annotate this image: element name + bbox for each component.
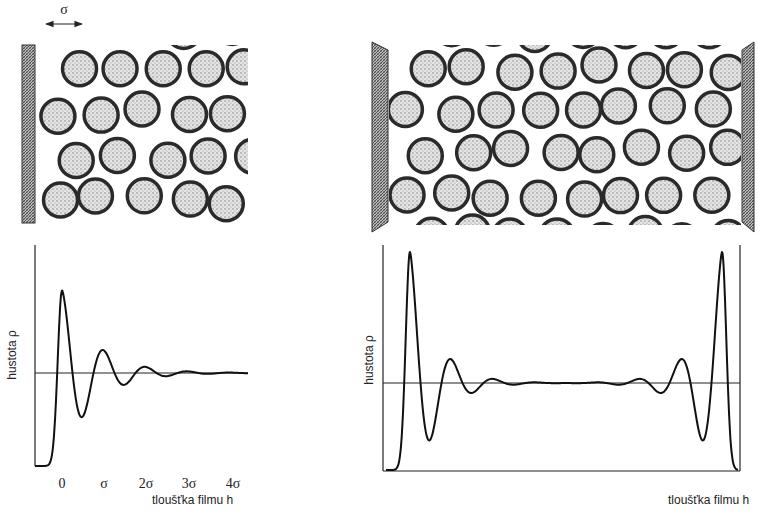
density-curve	[386, 252, 738, 470]
axis-label: tloušťka filmu h	[668, 494, 749, 507]
particle	[415, 218, 449, 225]
particle	[435, 176, 469, 210]
particle	[78, 179, 112, 213]
particle	[524, 93, 558, 127]
particle	[696, 92, 730, 126]
axis	[383, 470, 740, 471]
particle	[586, 223, 620, 225]
particle	[650, 89, 684, 123]
particles	[41, 45, 248, 221]
dimension-arrow	[46, 23, 82, 24]
particle	[518, 45, 552, 51]
tick-label: σ	[100, 476, 108, 491]
particle	[647, 178, 681, 212]
particle	[582, 48, 616, 82]
density-curve	[35, 291, 248, 466]
particle	[580, 138, 614, 172]
particle	[493, 219, 527, 225]
particle	[173, 182, 207, 216]
particle	[624, 130, 658, 164]
wall	[742, 42, 754, 232]
particle	[146, 52, 180, 86]
axis	[34, 245, 35, 466]
particle	[408, 139, 442, 173]
particle	[609, 45, 643, 48]
particle	[711, 220, 741, 225]
particle	[667, 53, 701, 87]
wall	[372, 42, 388, 232]
particle	[455, 215, 489, 225]
particle	[209, 187, 243, 221]
particle	[125, 92, 159, 126]
particle	[628, 216, 662, 225]
particle	[167, 45, 201, 48]
particle	[191, 139, 225, 173]
particle	[439, 97, 473, 131]
particle	[189, 52, 223, 86]
particle	[151, 143, 185, 177]
symbol: σ	[60, 2, 68, 17]
particle	[103, 52, 137, 86]
particle	[665, 224, 699, 225]
particle	[544, 135, 578, 169]
particle	[411, 52, 445, 86]
particle	[479, 93, 513, 127]
particle	[44, 183, 78, 217]
particle	[390, 178, 424, 212]
particle	[473, 181, 507, 215]
particle	[692, 45, 726, 48]
tick-label: 3σ	[182, 476, 197, 491]
particle	[127, 179, 161, 213]
particle	[670, 136, 704, 170]
particle	[498, 55, 532, 89]
axis	[382, 245, 383, 471]
particle	[59, 144, 93, 178]
particle	[521, 181, 555, 215]
particle	[172, 97, 206, 131]
particle	[494, 131, 528, 165]
particle	[449, 50, 483, 84]
tick-label: 4σ	[226, 476, 241, 491]
particle	[568, 182, 602, 216]
particle	[711, 56, 741, 90]
particle	[567, 93, 601, 127]
axis-label: hustota ρ	[363, 335, 376, 385]
tick-label: 0	[59, 476, 66, 491]
particle	[477, 45, 511, 46]
particle	[711, 130, 741, 164]
axis	[739, 245, 740, 471]
particle	[100, 139, 134, 173]
particle	[629, 53, 663, 87]
particle	[84, 98, 118, 132]
particle	[541, 54, 575, 88]
particle	[435, 45, 469, 46]
particle	[695, 178, 729, 212]
particle	[601, 89, 635, 123]
axis-label: tloušťka filmu h	[152, 494, 233, 507]
particle	[236, 139, 248, 173]
particle	[603, 179, 637, 213]
particle	[227, 50, 248, 84]
tick-label: 2σ	[139, 476, 154, 491]
particle	[457, 136, 491, 170]
particle	[389, 93, 422, 127]
particle	[649, 45, 683, 48]
particle	[41, 99, 75, 133]
wall	[22, 45, 35, 223]
axis-label: hustota ρ	[6, 330, 19, 380]
particles	[389, 45, 741, 225]
particle	[63, 52, 97, 86]
particle	[210, 97, 244, 131]
particle	[540, 219, 574, 225]
